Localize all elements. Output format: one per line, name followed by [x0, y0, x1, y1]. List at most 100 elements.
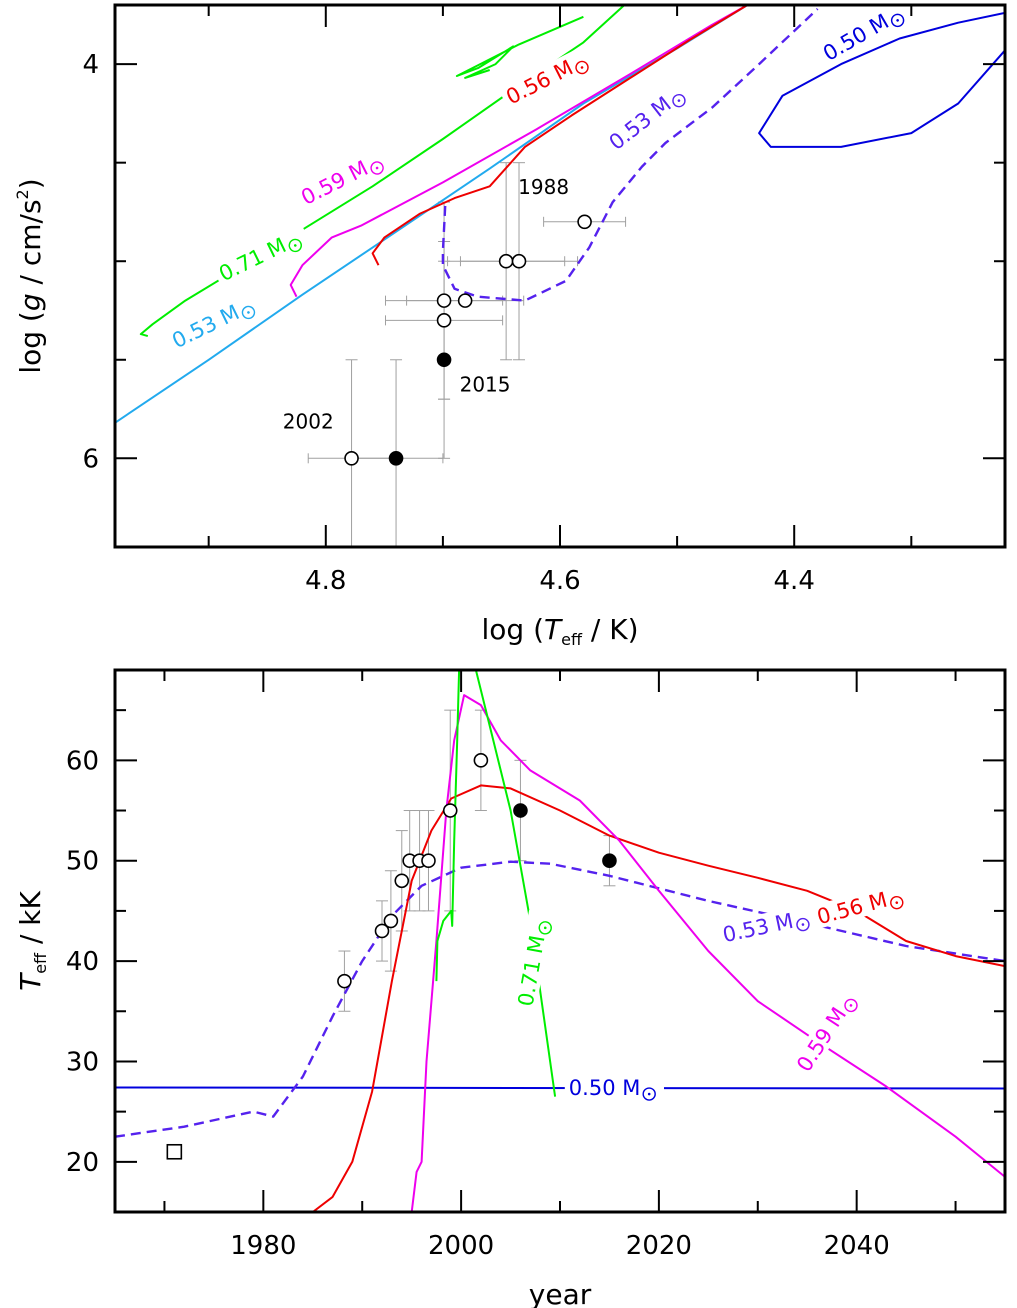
data-point-open: [374, 923, 390, 939]
year-annotation: 1988: [518, 175, 569, 199]
panel0-datapoints: [344, 214, 592, 466]
panel1-frame: [113, 668, 1007, 1214]
series-label-halo: [498, 43, 598, 111]
sun-symbol-dot: [647, 1092, 651, 1096]
sun-symbol-dot: [677, 99, 681, 102]
sun-symbol-dot: [247, 311, 250, 314]
series-label: 0.50 M: [564, 1075, 664, 1101]
series-label-text: 0.71 M: [514, 933, 550, 1008]
sun-symbol-ring: [890, 13, 905, 28]
series-label: 0.53 M: [164, 288, 264, 354]
series-label: 0.50 M: [815, 0, 913, 67]
series-label-text: 0.59 M: [792, 1003, 851, 1076]
series-label-halo: [511, 909, 553, 1012]
data-point-open: [577, 214, 592, 230]
y-tick-label: 40: [66, 947, 99, 977]
data-point-open: [383, 913, 399, 929]
series-line: [115, 5, 748, 424]
series-line: [289, 5, 748, 298]
sun-symbol-ring: [844, 998, 858, 1013]
data-point-open: [511, 253, 527, 269]
sun-symbol-ring: [642, 1087, 656, 1101]
y-tick-label: 50: [66, 847, 99, 877]
series-label-halo: [716, 902, 819, 948]
series-label-halo: [211, 221, 311, 287]
x-tick-label: 2020: [626, 1231, 692, 1261]
series-label: 0.56 M: [810, 880, 913, 930]
series-label: 0.71 M: [211, 221, 311, 287]
series-label-text: 0.71 M: [215, 233, 290, 286]
series-line: [371, 5, 748, 266]
year-annotation: 2015: [460, 372, 511, 396]
series-line: [410, 694, 1005, 1212]
sun-symbol-dot: [801, 923, 805, 926]
sun-symbol-dot: [849, 1004, 853, 1007]
series-line: [441, 8, 819, 302]
panel1-series: [115, 670, 1005, 1212]
series-label-text: 0.53 M: [168, 300, 243, 353]
series-line: [474, 670, 557, 1097]
sun-symbol-ring: [575, 60, 589, 75]
data-point-open: [394, 873, 410, 889]
sun-symbol-dot: [293, 244, 297, 247]
data-point-filled: [602, 853, 617, 869]
series-label-text: 0.56 M: [502, 55, 577, 109]
data-point-open: [498, 253, 514, 269]
y-tick-label: 30: [66, 1047, 99, 1077]
sun-symbol-ring: [370, 161, 384, 175]
series-label-text: 0.50 M: [569, 1076, 641, 1100]
series-label-text: 0.53 M: [605, 92, 676, 155]
data-point-filled: [513, 803, 528, 818]
series-label-halo: [164, 288, 264, 354]
series-label-text: 0.56 M: [814, 888, 889, 930]
panel0-x-axis-title: log (Teff / K): [481, 613, 638, 649]
series-label-text: 0.59 M: [297, 156, 372, 210]
x-tick-label: 2000: [428, 1231, 494, 1261]
data-point-open: [473, 753, 489, 768]
sun-symbol-ring: [672, 93, 686, 108]
year-annotation: 2002: [283, 410, 334, 434]
panel0-frame: [113, 3, 1007, 549]
panel1-datapoints: [166, 753, 617, 1160]
series-line: [455, 15, 584, 79]
series-line: [115, 1086, 1005, 1090]
series-label-halo: [815, 0, 913, 67]
sun-symbol-dot: [896, 19, 899, 22]
series-label-halo: [293, 144, 393, 211]
series-line: [312, 784, 1005, 1212]
sun-symbol-ring: [241, 305, 256, 320]
data-point-filled: [388, 451, 404, 466]
series-label-text: 0.53 M: [721, 909, 796, 947]
y-tick-label: 20: [66, 1148, 99, 1178]
data-point-open: [421, 853, 436, 869]
series-label: 0.71 M: [511, 909, 553, 1012]
panel0-plot: 0.71 M 0.53 M 0.59 M 0.56 M 0.53 M 0.50 M 1988…: [13, 0, 1007, 649]
x-tick-label: 2040: [824, 1231, 890, 1261]
y-tick-label: 4: [82, 50, 99, 80]
series-label-halo: [810, 880, 913, 930]
data-point-open: [436, 313, 452, 328]
panel0-series: [115, 5, 1005, 424]
panel0-ticks: [115, 5, 1005, 547]
y-tick-label: 6: [82, 444, 99, 474]
data-point-open: [436, 293, 452, 308]
sun-symbol-dot: [543, 926, 547, 930]
x-tick-label: 4.6: [539, 566, 580, 596]
series-line: [435, 670, 461, 982]
series-label-halo: [600, 76, 694, 157]
x-tick-label: 1980: [230, 1231, 296, 1261]
data-point-open: [344, 451, 359, 466]
panel0-y-axis-title: log (g / cm/s2): [13, 178, 47, 373]
sun-symbol-ring: [890, 895, 904, 910]
sun-symbol-dot: [580, 66, 584, 69]
series-line: [758, 11, 1005, 148]
series-label-halo: [564, 1075, 664, 1100]
panel1-y-axis-title: Teff / kK: [14, 890, 50, 990]
sun-symbol-ring: [796, 917, 810, 932]
series-label: 0.59 M: [293, 144, 393, 211]
data-point-open: [442, 803, 458, 818]
panel1-ticks: [115, 670, 1005, 1213]
data-point-open: [337, 973, 352, 989]
sun-symbol-ring: [538, 921, 552, 935]
